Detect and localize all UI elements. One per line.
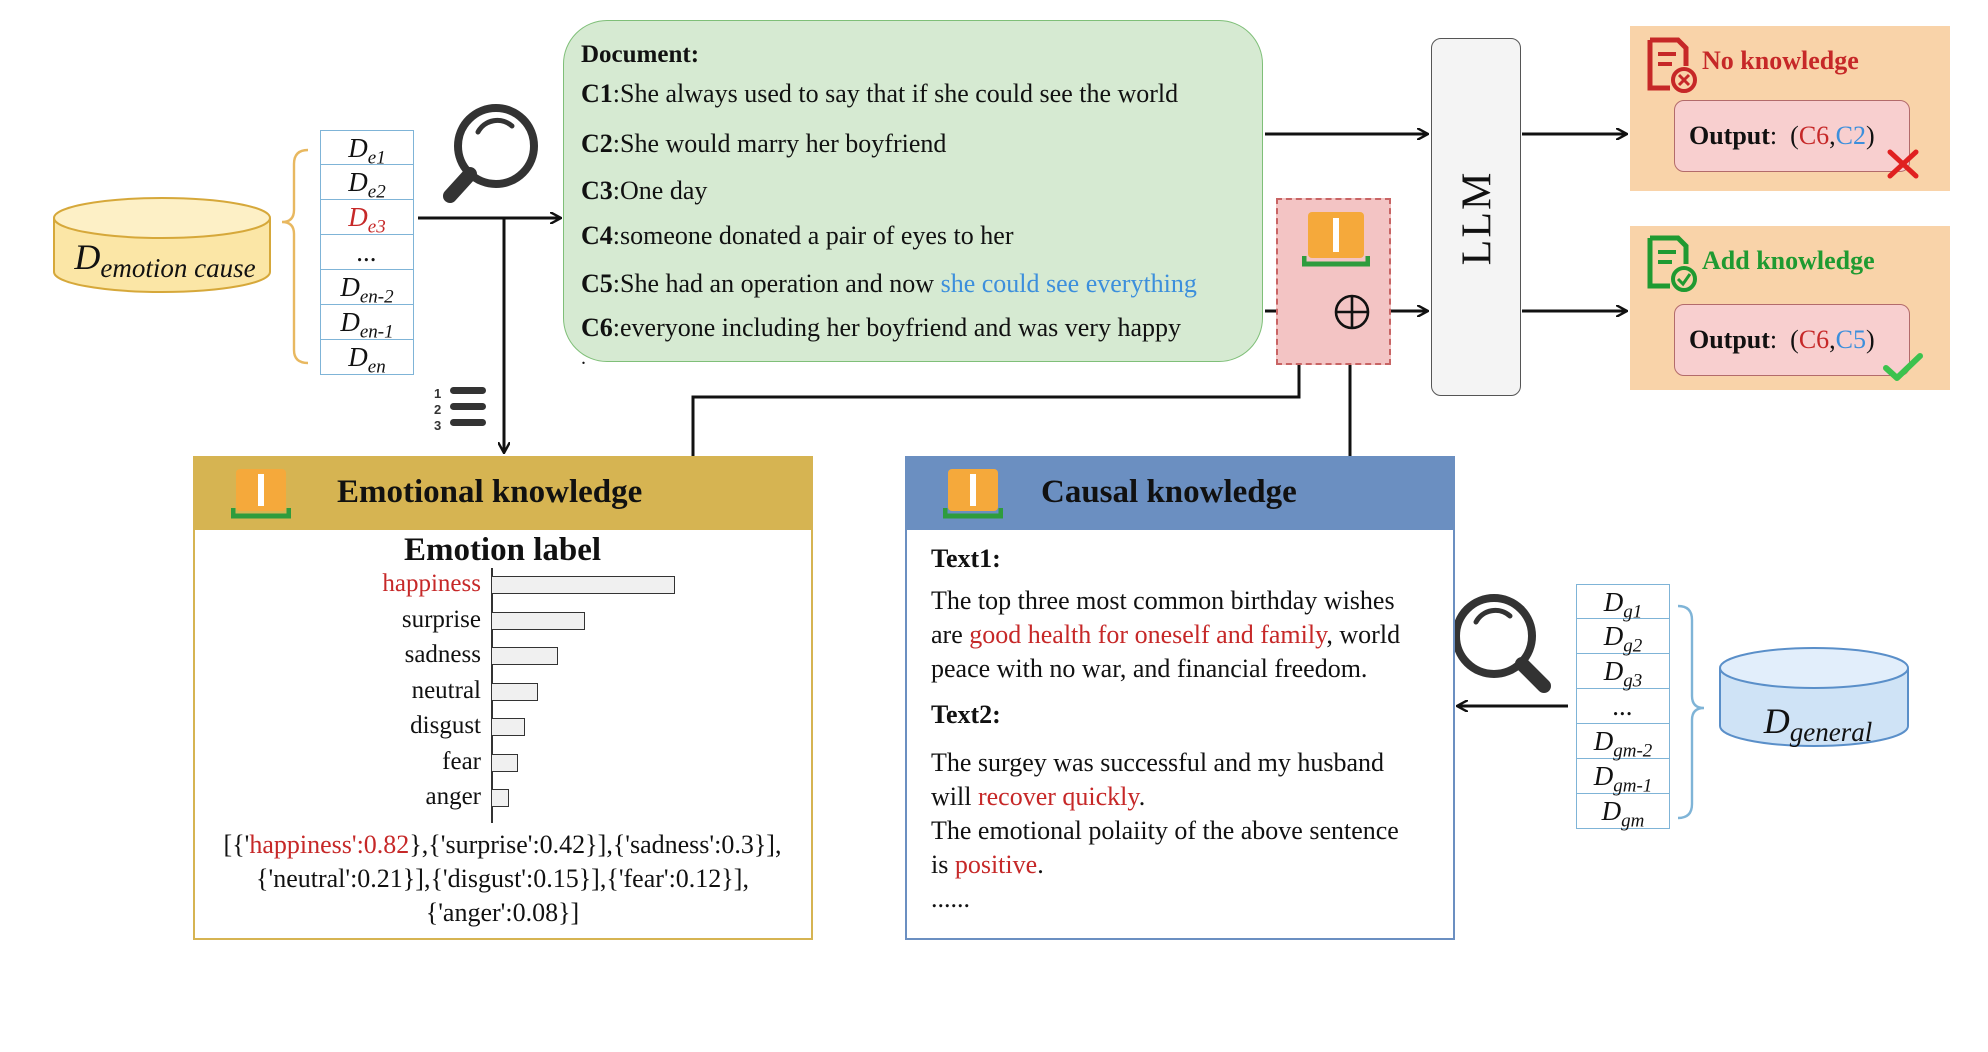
stack-cell: Dgm [1576, 794, 1670, 831]
emotion-cause-database-label: Demotion cause [60, 236, 270, 284]
search-icon [1452, 594, 1551, 693]
no-knowledge-output: Output: (C6,C2) [1674, 100, 1910, 172]
text1-line-3: peace with no war, and financial freedom… [931, 654, 1368, 683]
stack-cell: Den-2 [320, 270, 414, 307]
stack-cell: Dg1 [1576, 584, 1670, 622]
right-brace [1677, 604, 1705, 820]
causal-knowledge-title: Causal knowledge [1041, 474, 1297, 510]
book-icon [231, 469, 291, 519]
document-title: Document: [581, 41, 700, 68]
ellipsis: ...... [931, 884, 970, 913]
cross-icon [1887, 149, 1919, 179]
text2-line-3: The emotional polaiity of the above sent… [931, 816, 1399, 845]
clause-c4: C4:someone donated a pair of eyes to her [581, 221, 1014, 250]
no-knowledge-title: No knowledge [1702, 46, 1859, 75]
numbered-list-icon: 1 2 3 [434, 386, 486, 433]
llm-label: LLM [1454, 170, 1500, 266]
llm-block: LLM [1431, 38, 1521, 396]
emotional-knowledge-title: Emotional knowledge [337, 474, 643, 510]
add-knowledge-title: Add knowledge [1702, 246, 1875, 275]
emotion-summary: [{'happiness':0.82},{'surprise':0.42}],{… [195, 828, 810, 930]
stack-cell: Dg3 [1576, 654, 1670, 691]
text2-line-4: is positive. [931, 850, 1044, 879]
no-knowledge-panel: No knowledge Output: (C6,C2) [1630, 26, 1950, 191]
emotional-knowledge-header [195, 458, 811, 530]
bar-label-surprise: surprise [401, 605, 481, 633]
check-icon [1883, 353, 1923, 381]
db-sub: general [1789, 717, 1873, 748]
stack-cell: ... [320, 235, 414, 270]
summary-line-1: [{'happiness':0.82},{'surprise':0.42}],{… [223, 830, 782, 859]
bar-happiness [491, 576, 675, 594]
add-knowledge-panel: Add knowledge Output: (C6,C5) [1630, 226, 1950, 390]
stack-cell: Den [320, 340, 414, 377]
db-main: D [74, 237, 101, 277]
bar-fear [491, 753, 518, 772]
clause-c3: C3:One day [581, 176, 708, 205]
clause-c6: C6:everyone including her boyfriend and … [581, 313, 1181, 342]
bar-label-anger: anger [425, 783, 481, 810]
add-knowledge-icon [1647, 235, 1697, 292]
stack-cell: De1 [320, 130, 414, 168]
book-icon [943, 469, 1003, 519]
causal-knowledge-panel: Causal knowledge Text1: The top three mo… [905, 456, 1455, 940]
book-icon [1302, 212, 1370, 267]
bar-label-neutral: neutral [411, 676, 481, 704]
text2-line-2: will recover quickly. [931, 782, 1146, 811]
stack-cell: De3 [320, 200, 414, 237]
database-icon [1719, 647, 1909, 747]
stack-cell: De2 [320, 165, 414, 202]
text2-label: Text2: [931, 700, 1001, 729]
bar-sadness [491, 647, 559, 665]
svg-text:2: 2 [434, 402, 441, 417]
text1-line-2: are good health for oneself and family, … [931, 620, 1401, 649]
chart-title: Emotion label [403, 532, 602, 568]
db-sub: emotion cause [100, 253, 256, 284]
clause-c5: C5:She had an operation and now she coul… [581, 269, 1197, 298]
svg-text:3: 3 [434, 418, 441, 433]
document-trailing: . [581, 347, 586, 369]
database-icon [53, 197, 271, 293]
bar-label-disgust: disgust [410, 712, 481, 739]
db-main: D [1763, 701, 1790, 741]
knowledge-fusion-box [1276, 198, 1391, 365]
emotional-knowledge-panel: Emotional knowledge Emotion label happin… [193, 456, 813, 940]
search-icon [443, 104, 538, 203]
bar-surprise [491, 611, 586, 630]
summary-line-3: {'anger':0.08}] [425, 898, 580, 927]
bar-label-happiness: happiness [382, 570, 481, 597]
stack-cell: Dgm-2 [1576, 724, 1670, 761]
bar-neutral [491, 682, 539, 701]
bar-label-fear: fear [442, 747, 481, 775]
stack-cell: ... [1576, 689, 1670, 724]
clause-c5-highlight: she could see everything [940, 269, 1197, 298]
stack-cell: Den-1 [320, 305, 414, 342]
document-panel: Document: C1:She always used to say that… [563, 20, 1263, 369]
left-brace [281, 148, 309, 365]
bar-disgust [491, 718, 525, 736]
stack-cell: Dgm-1 [1576, 759, 1670, 796]
add-knowledge-output: Output: (C6,C5) [1674, 304, 1910, 376]
emotion-bar-chart: happiness surprise sadness neutral disgust fe… [195, 458, 810, 938]
text1-line-1: The top three most common birthday wishe… [931, 586, 1395, 615]
no-knowledge-icon [1647, 37, 1697, 93]
clause-c1: C1:She always used to say that if she co… [581, 79, 1179, 108]
text2-line-1: The surgey was successful and my husband [931, 748, 1384, 777]
svg-text:1: 1 [434, 386, 441, 401]
stack-cell: Dg2 [1576, 619, 1670, 656]
plus-circle-icon [1334, 294, 1370, 330]
general-database-label: Dgeneral [1728, 700, 1908, 748]
summary-line-2: {'neutral':0.21}],{'disgust':0.15}],{'fe… [256, 864, 749, 893]
bar-label-sadness: sadness [404, 641, 481, 668]
clause-c2: C2:She would marry her boyfriend [581, 129, 947, 158]
text1-label: Text1: [931, 544, 1001, 573]
bar-anger [491, 789, 509, 807]
